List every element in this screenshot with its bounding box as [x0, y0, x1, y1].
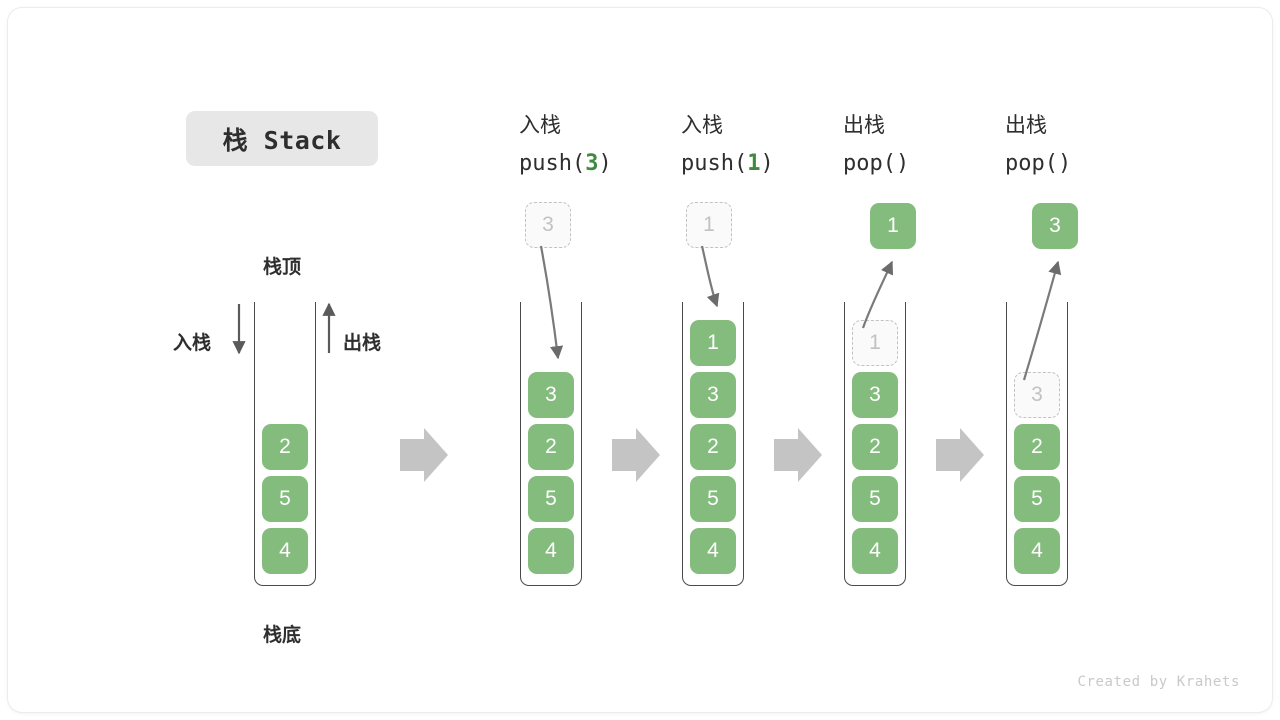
- stack-top-label: 栈顶: [263, 257, 302, 278]
- stack-cell: 5: [262, 476, 308, 522]
- code-prefix: push(: [519, 151, 586, 176]
- stack-cell-ghost: 3: [1014, 372, 1060, 418]
- code-prefix: push(: [681, 151, 748, 176]
- stage-header-cn: 出栈: [843, 114, 885, 137]
- stack-bottom-label: 栈底: [263, 625, 302, 646]
- stack-cell: 3: [690, 372, 736, 418]
- code-prefix: pop(: [843, 151, 896, 176]
- stack-cell: 2: [262, 424, 308, 470]
- pop-direction-label: 出栈: [343, 333, 382, 354]
- stage-header-push-3: 入栈 push(3): [519, 107, 612, 183]
- stack-cell: 4: [1014, 528, 1060, 574]
- stage-header-cn: 入栈: [519, 114, 561, 137]
- diagram-canvas: 栈 Stack 栈顶 栈底 入栈 出栈 2 5 4 入栈 push(3) 3 3…: [8, 8, 1272, 712]
- stack-cell: 1: [690, 320, 736, 366]
- stack-container-push-3: [520, 302, 582, 586]
- stage-header-cn: 入栈: [681, 114, 723, 137]
- popped-value: 3: [1032, 203, 1078, 249]
- code-prefix: pop(: [1005, 151, 1058, 176]
- stack-cell: 5: [1014, 476, 1060, 522]
- stack-container-push-1: [682, 302, 744, 586]
- stage-header-push-1: 入栈 push(1): [681, 107, 774, 183]
- stage-header-pop-1: 出栈 pop(): [843, 107, 909, 183]
- stack-container-initial: [254, 302, 316, 586]
- stage-header-pop-3: 出栈 pop(): [1005, 107, 1071, 183]
- stack-cell: 3: [852, 372, 898, 418]
- incoming-value-ghost: 3: [525, 202, 571, 248]
- stage-header-code: pop(): [1005, 145, 1071, 183]
- stack-cell: 3: [528, 372, 574, 418]
- stack-cell: 5: [690, 476, 736, 522]
- stack-cell: 5: [528, 476, 574, 522]
- code-suffix: ): [598, 151, 612, 176]
- push-direction-label: 入栈: [173, 333, 212, 354]
- stack-cell: 2: [528, 424, 574, 470]
- stage-header-code: push(1): [681, 145, 774, 183]
- stage-transition-arrow: [774, 428, 822, 482]
- stage-transition-arrow: [612, 428, 660, 482]
- stack-container-pop-3: [1006, 302, 1068, 586]
- incoming-value-ghost: 1: [686, 202, 732, 248]
- stage-transition-arrow: [936, 428, 984, 482]
- stack-cell-ghost: 1: [852, 320, 898, 366]
- watermark: Created by Krahets: [1077, 674, 1240, 690]
- stack-cell: 4: [262, 528, 308, 574]
- stack-cell: 4: [852, 528, 898, 574]
- popped-value: 1: [870, 203, 916, 249]
- code-arg: 3: [585, 151, 599, 176]
- stack-cell: 4: [690, 528, 736, 574]
- push-1-arrow-icon: [700, 245, 720, 308]
- stack-container-pop-1: [844, 302, 906, 586]
- stage-header-code: pop(): [843, 145, 909, 183]
- code-suffix: ): [895, 151, 910, 176]
- stack-cell: 2: [690, 424, 736, 470]
- stage-header-cn: 出栈: [1005, 114, 1047, 137]
- stack-cell: 5: [852, 476, 898, 522]
- code-suffix: ): [760, 151, 774, 176]
- stack-cell: 2: [1014, 424, 1060, 470]
- code-arg: 1: [747, 151, 761, 176]
- stack-cell: 4: [528, 528, 574, 574]
- stack-cell: 2: [852, 424, 898, 470]
- stage-header-code: push(3): [519, 145, 612, 183]
- code-suffix: ): [1057, 151, 1072, 176]
- stage-transition-arrow: [400, 428, 448, 482]
- figure-card: 栈 Stack 栈顶 栈底 入栈 出栈 2 5 4 入栈 push(3) 3 3…: [8, 8, 1272, 712]
- figure-title: 栈 Stack: [186, 111, 378, 166]
